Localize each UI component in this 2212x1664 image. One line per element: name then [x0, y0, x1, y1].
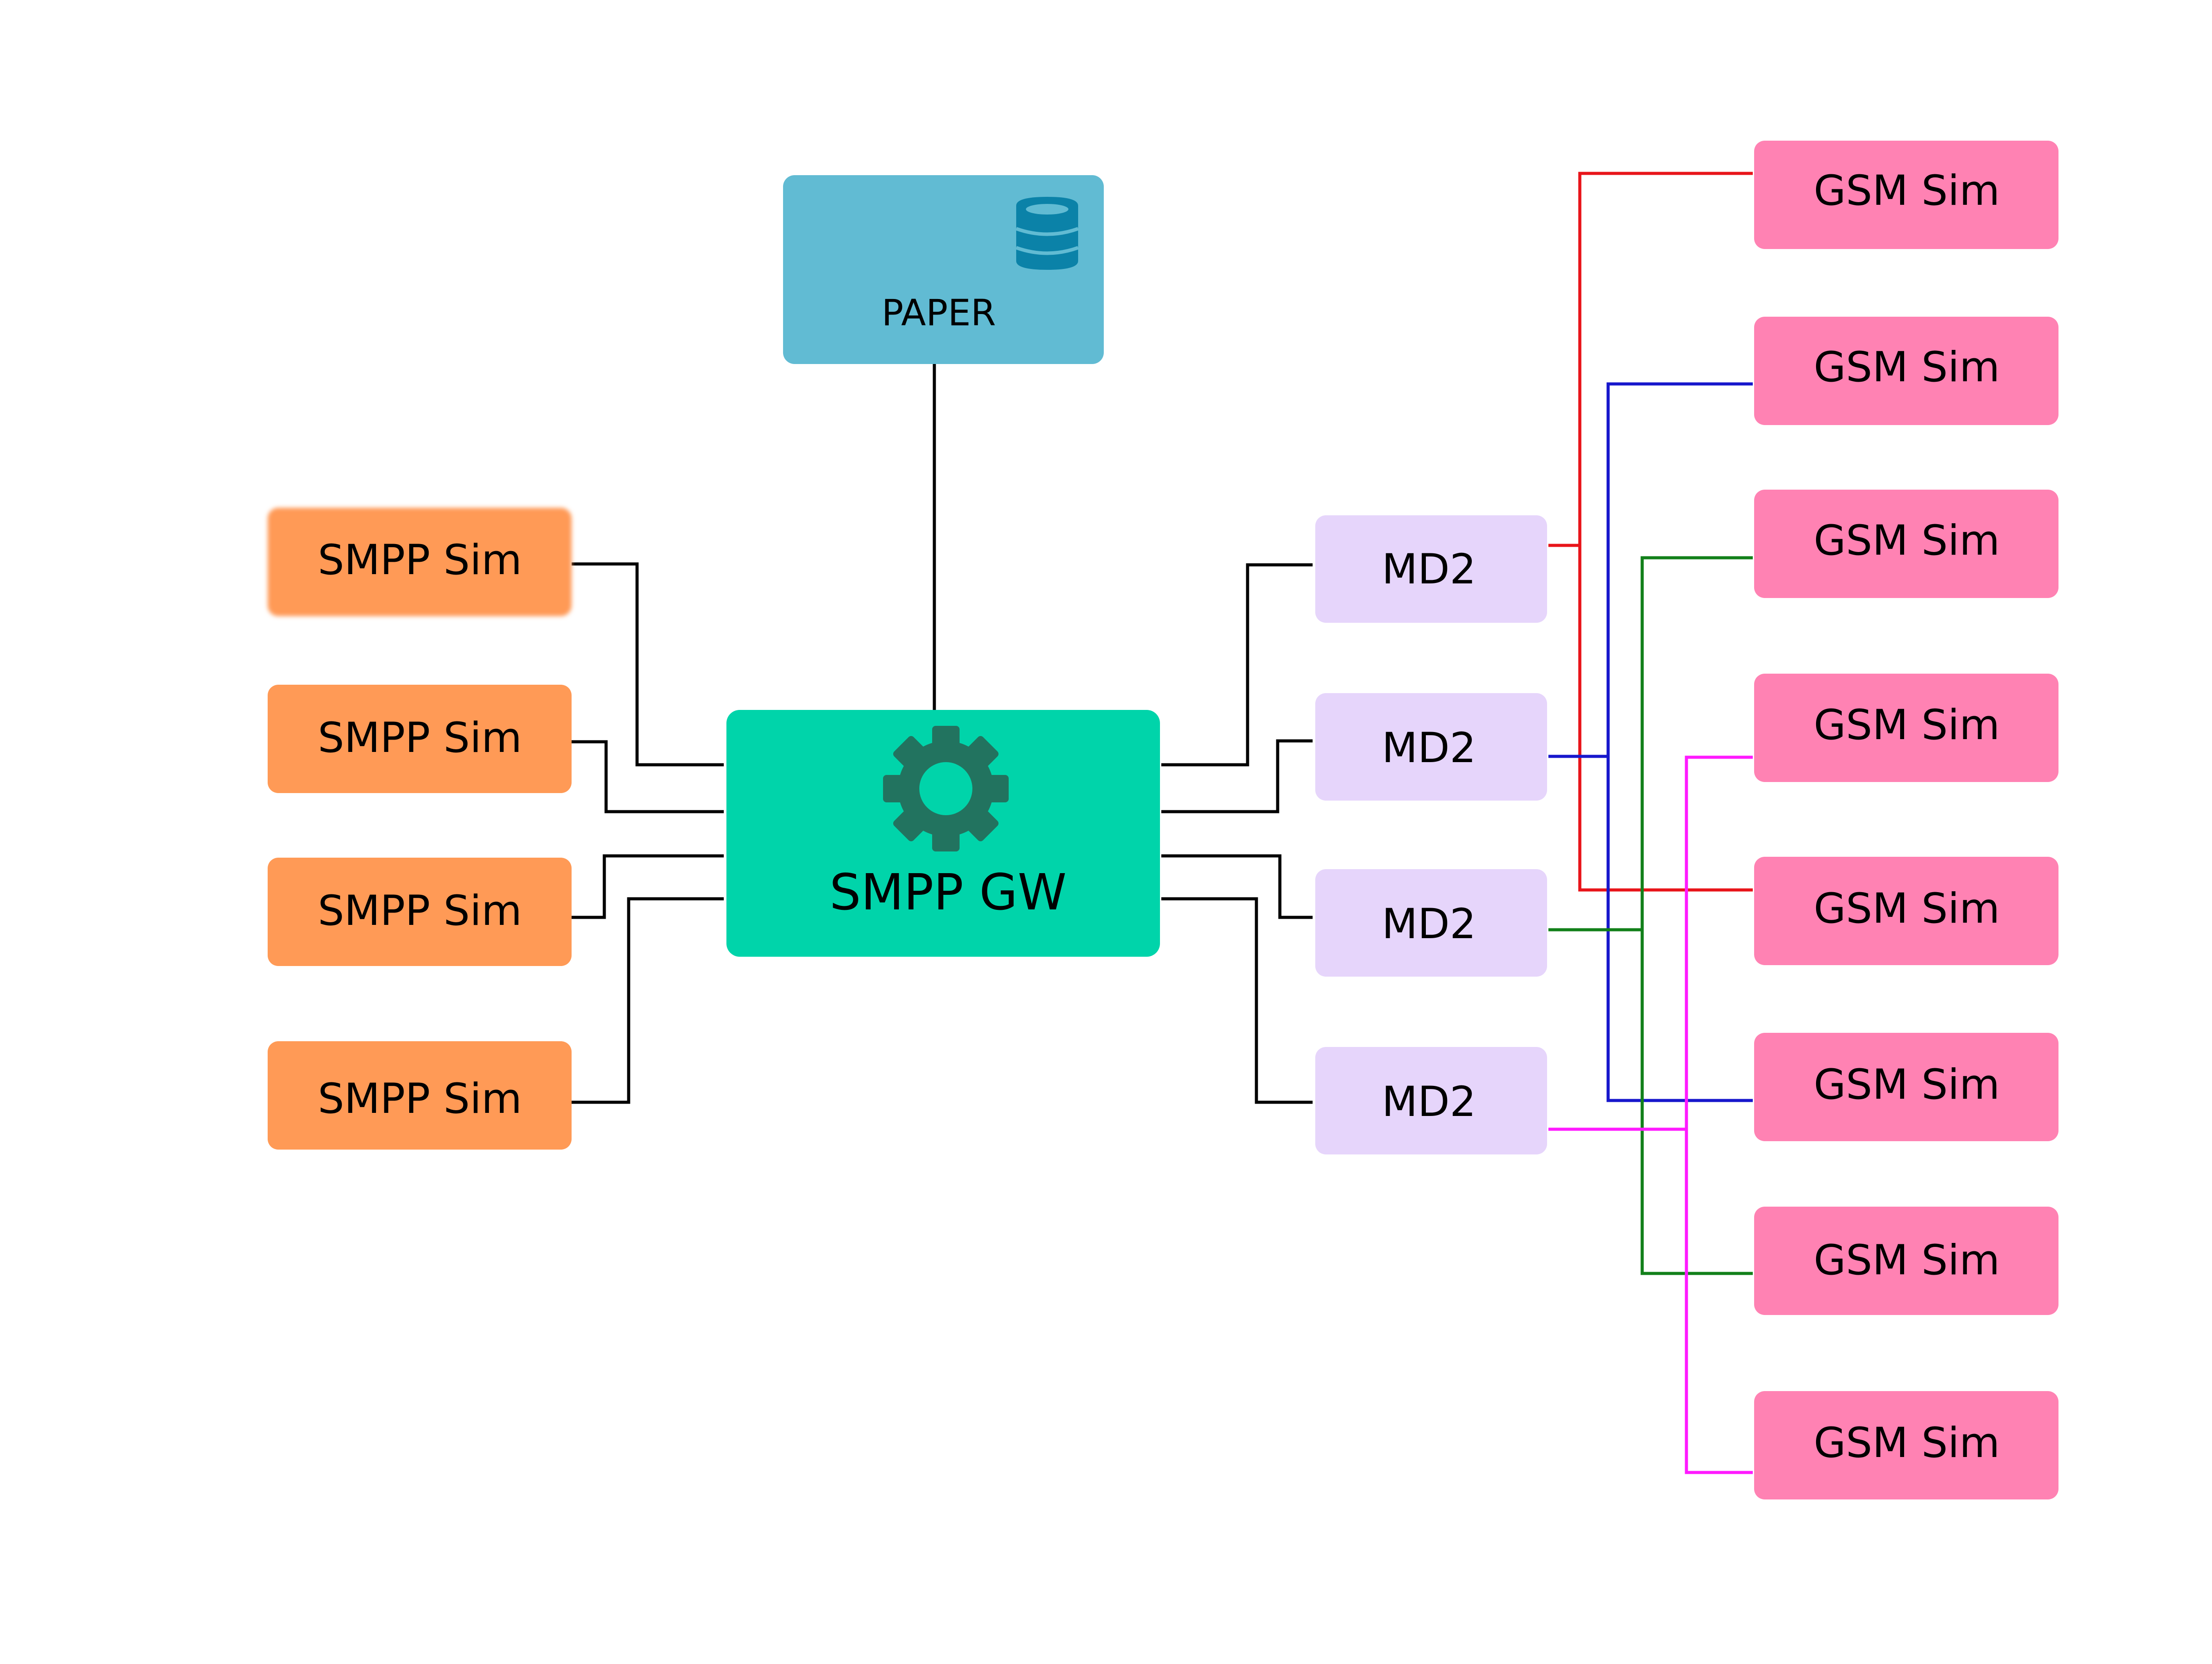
gsm-sim-node[interactable]: GSM Sim: [1754, 1207, 2058, 1315]
gsm-sim-node[interactable]: GSM Sim: [1754, 141, 2058, 249]
link-smpp-sim-4: [572, 897, 724, 1104]
link-md2-2-gsm-blue: [1548, 382, 1753, 1102]
gsm-sim-label: GSM Sim: [1814, 701, 2000, 749]
gsm-sim-label: GSM Sim: [1814, 517, 2000, 565]
smpp-sim-node[interactable]: SMPP Sim: [268, 858, 572, 966]
md2-label: MD2: [1382, 1078, 1476, 1126]
link-md2-2: [1161, 739, 1313, 813]
smpp-sim-node[interactable]: SMPP Sim: [268, 508, 572, 616]
gsm-sim-node[interactable]: GSM Sim: [1754, 490, 2058, 598]
link-md2-1-gsm-red: [1548, 172, 1753, 892]
link-md2-3: [1161, 854, 1313, 919]
md2-node[interactable]: MD2: [1315, 869, 1547, 977]
link-md2-4-gsm-magenta: [1548, 755, 1753, 1474]
smpp-sim-label: SMPP Sim: [318, 887, 522, 935]
smpp-sim-node[interactable]: SMPP Sim: [268, 1041, 572, 1150]
smpp-sim-label: SMPP Sim: [318, 1075, 522, 1123]
smpp-sim-label: SMPP Sim: [318, 536, 522, 584]
gsm-sim-label: GSM Sim: [1814, 167, 2000, 215]
paper-node[interactable]: PAPER: [783, 175, 1104, 364]
gsm-sim-node[interactable]: GSM Sim: [1754, 317, 2058, 425]
gsm-sim-label: GSM Sim: [1814, 885, 2000, 933]
gsm-sim-label: GSM Sim: [1814, 343, 2000, 391]
md2-node[interactable]: MD2: [1315, 693, 1547, 801]
md2-node[interactable]: MD2: [1315, 515, 1547, 623]
md2-label: MD2: [1382, 724, 1476, 772]
md2-label: MD2: [1382, 545, 1476, 594]
link-smpp-sim-1: [572, 562, 724, 767]
md2-label: MD2: [1382, 900, 1476, 948]
link-md2-3-gsm-green: [1548, 556, 1753, 1275]
database-icon: [1015, 197, 1079, 270]
gsm-sim-node[interactable]: GSM Sim: [1754, 674, 2058, 782]
gsm-sim-node[interactable]: GSM Sim: [1754, 857, 2058, 965]
gsm-sim-node[interactable]: GSM Sim: [1754, 1391, 2058, 1499]
link-smpp-sim-2: [572, 740, 724, 813]
gear-icon: [883, 726, 1009, 851]
gsm-sim-label: GSM Sim: [1814, 1236, 2000, 1284]
link-smpp-sim-3: [572, 854, 724, 919]
gsm-sim-label: GSM Sim: [1814, 1419, 2000, 1467]
link-md2-4: [1161, 897, 1313, 1104]
gsm-sim-node[interactable]: GSM Sim: [1754, 1033, 2058, 1141]
link-md2-1: [1161, 563, 1313, 767]
gateway-label: SMPP GW: [830, 864, 1067, 921]
paper-label: PAPER: [882, 292, 996, 334]
smpp-sim-label: SMPP Sim: [318, 714, 522, 762]
md2-node[interactable]: MD2: [1315, 1047, 1547, 1154]
smpp-sim-node[interactable]: SMPP Sim: [268, 685, 572, 793]
gsm-sim-label: GSM Sim: [1814, 1061, 2000, 1109]
smpp-gateway-node[interactable]: SMPP GW: [726, 710, 1160, 957]
